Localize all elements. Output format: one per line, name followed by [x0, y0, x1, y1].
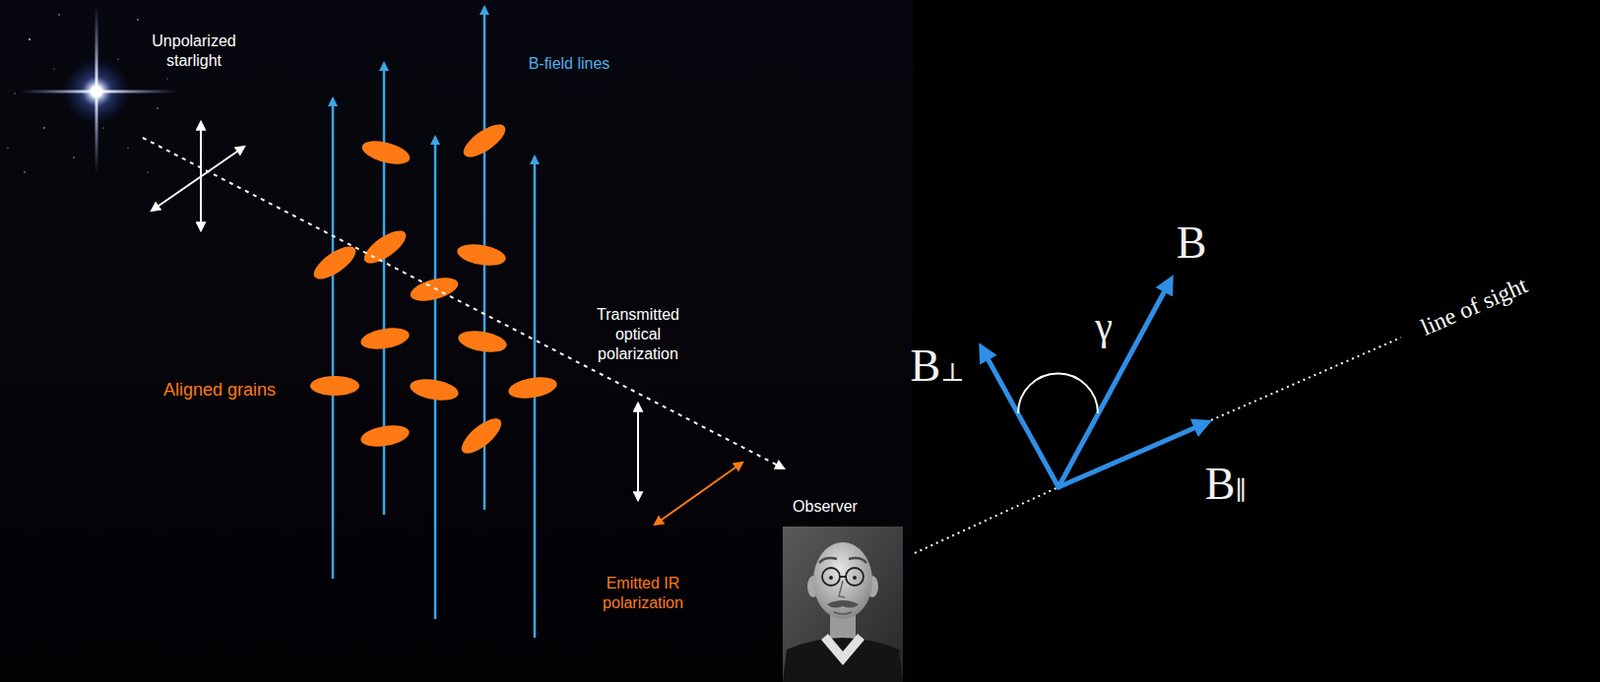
optical-polarization-arrow — [637, 403, 640, 501]
polarization-label: Emitted IR polarization — [589, 574, 697, 614]
grain-label: Aligned grains — [163, 379, 276, 402]
observer-label: Observer — [792, 497, 858, 517]
background-stars — [6, 13, 168, 173]
incident-polarization — [151, 122, 245, 231]
light-path — [142, 137, 784, 469]
line-of-sight — [914, 337, 1402, 554]
vector-symbol: B — [1176, 214, 1208, 272]
star — [19, 4, 178, 175]
ir-polarization-arrow — [654, 462, 743, 525]
angle-arc — [1018, 374, 1098, 414]
field-vector — [983, 283, 1204, 488]
b-field-line — [332, 6, 535, 639]
angle-symbol: γ — [1094, 302, 1113, 352]
vector-symbol: B∥ — [1205, 461, 1248, 508]
panel-background — [0, 0, 913, 682]
axis-label: line of sight — [1415, 269, 1532, 342]
field-label: B-field lines — [528, 54, 611, 74]
observer-portrait — [782, 526, 903, 682]
polarization-label: Transmitted optical polarization — [582, 305, 694, 365]
source-label: Unpolarized starlight — [144, 31, 244, 71]
vector-symbol: B⊥ — [909, 343, 964, 389]
